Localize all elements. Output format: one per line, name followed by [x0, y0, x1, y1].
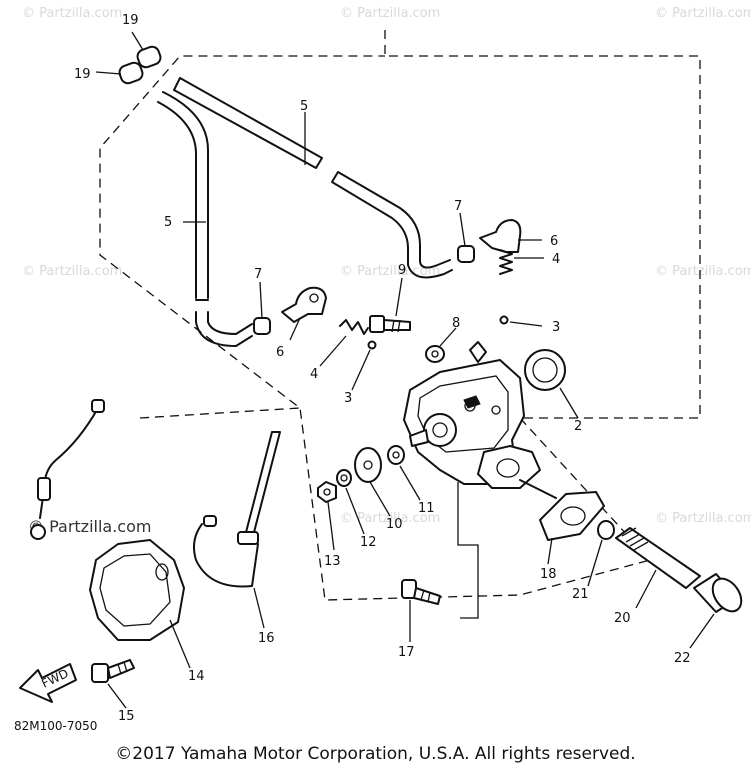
- cover-part-14: [89, 539, 191, 669]
- leader-line-17: [457, 482, 479, 619]
- o-ring-part-21: [587, 520, 615, 587]
- callout-9: 9: [398, 263, 406, 278]
- callout-labels: 19 19 5 5 7 7 6 6 4 4 3 3 9 8 2 11 10 12…: [74, 13, 691, 724]
- watermark-text: © Partzilla.com: [655, 511, 751, 526]
- shaft-part-20: [615, 527, 701, 609]
- callout-10: 10: [386, 517, 403, 532]
- callout-22: 22: [674, 651, 691, 666]
- cap-part-19: [95, 31, 162, 85]
- assembly-boundary: [99, 55, 652, 601]
- oil-seal-part-2: [524, 349, 579, 419]
- callout-4: 4: [552, 252, 560, 267]
- watermark-text: © Partzilla.com: [655, 6, 751, 21]
- forward-arrow-icon: FWD: [19, 663, 77, 703]
- callout-21: 21: [572, 587, 589, 602]
- watermark-text: © Partzilla.com: [340, 511, 440, 526]
- breather-hose-part-5: [157, 77, 453, 347]
- watermark-text: © Partzilla.com: [655, 264, 751, 279]
- callout-6: 6: [550, 234, 558, 249]
- callout-3: 3: [552, 320, 560, 335]
- callout-4: 4: [310, 367, 318, 382]
- oil-pump-body: [403, 341, 541, 489]
- callout-15: 15: [118, 709, 135, 724]
- spring-part-4: [319, 249, 544, 367]
- watermark-text: © Partzilla.com: [28, 517, 151, 536]
- elbow-fitting-part-6: [281, 219, 542, 341]
- callout-8: 8: [452, 316, 460, 331]
- callout-5: 5: [164, 215, 172, 230]
- gasket-part-18: [519, 479, 605, 565]
- bolt-part-17: [401, 579, 441, 642]
- callout-7: 7: [254, 267, 262, 282]
- drive-gear-parts: [317, 445, 421, 551]
- watermark-text: © Partzilla.com: [22, 6, 122, 21]
- callout-19: 19: [122, 13, 139, 28]
- callout-14: 14: [188, 669, 205, 684]
- callout-6: 6: [276, 345, 284, 360]
- bolt-part-9: [369, 277, 411, 333]
- callout-2: 2: [574, 419, 582, 434]
- callout-18: 18: [540, 567, 557, 582]
- watermark-text: © Partzilla.com: [340, 6, 440, 21]
- washer-part-8: [425, 327, 457, 363]
- callout-16: 16: [258, 631, 275, 646]
- callout-7: 7: [454, 199, 462, 214]
- callout-13: 13: [324, 554, 341, 569]
- copyright-notice: ©2017 Yamaha Motor Corporation, U.S.A. A…: [115, 744, 636, 764]
- cable-part: [30, 399, 105, 540]
- callout-3: 3: [344, 391, 352, 406]
- watermarks: © Partzilla.com © Partzilla.com © Partzi…: [22, 6, 751, 536]
- clamp-part-7: [253, 212, 475, 335]
- callout-11: 11: [418, 501, 435, 516]
- watermark-text: © Partzilla.com: [22, 264, 122, 279]
- sensor-cable-part-16: [193, 431, 281, 629]
- callout-12: 12: [360, 535, 377, 550]
- diagram-code: 82M100-7050: [14, 719, 97, 733]
- collar-part-22: [689, 573, 743, 649]
- callout-20: 20: [614, 611, 631, 626]
- callout-5: 5: [300, 99, 308, 114]
- assembly-boundary: [139, 407, 301, 419]
- check-ball-part-3: [351, 315, 543, 391]
- assembly-boundary: [384, 30, 701, 419]
- callout-17: 17: [398, 645, 415, 660]
- callout-19: 19: [74, 67, 91, 82]
- bolt-part-15: [91, 659, 135, 709]
